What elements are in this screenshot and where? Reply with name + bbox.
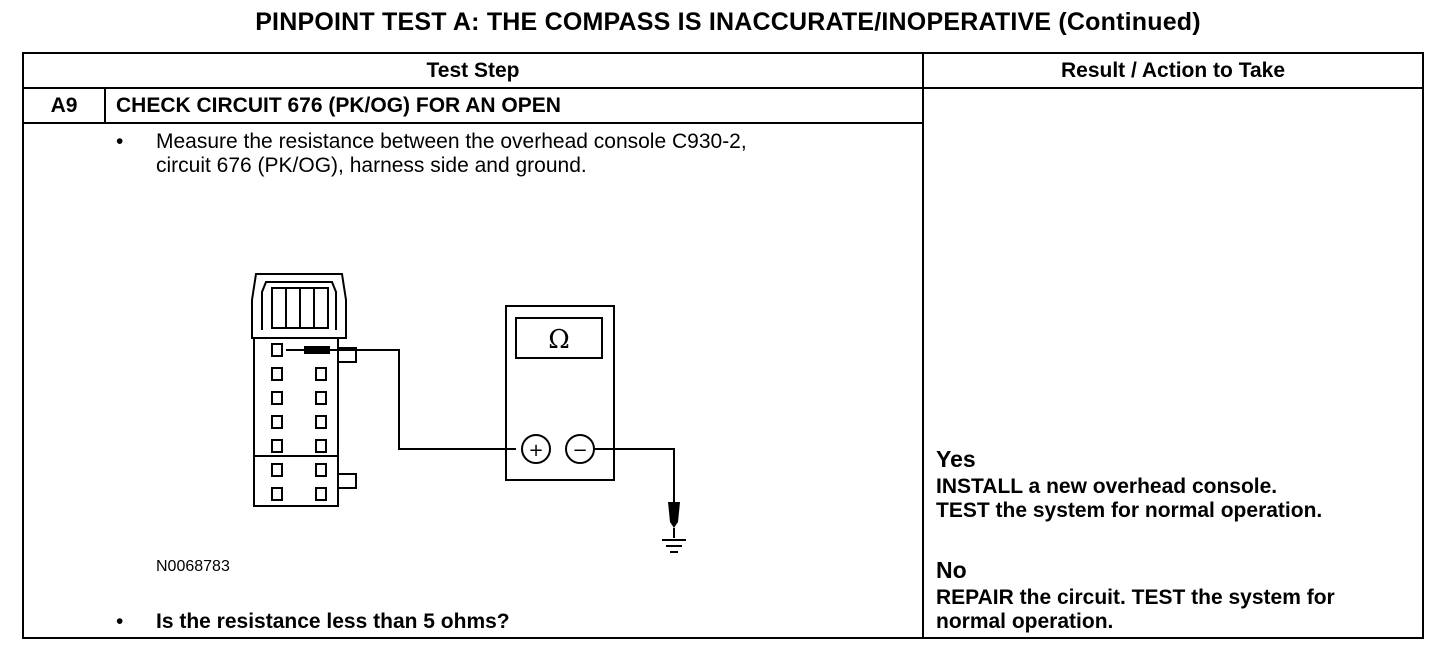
no-action-line-1: REPAIR the circuit. TEST the system for [936,586,1335,609]
step-id: A9 [22,87,106,124]
ohm-symbol: Ω [548,325,570,355]
yes-action-line-2: TEST the system for normal operation. [936,499,1323,522]
ohmmeter-icon [505,305,615,481]
result-cell: Yes INSTALL a new overhead console. TEST… [922,87,1424,639]
step-instruction-line-1: Measure the resistance between the overh… [156,130,747,153]
meter-minus-terminal: − [572,440,587,461]
no-label: No [936,557,967,583]
no-action-line-2: normal operation. [936,610,1114,633]
ohmmeter-connection-diagram: Ω + − [251,273,680,538]
yes-action-line-1: INSTALL a new overhead console. [936,475,1278,498]
page-title: PINPOINT TEST A: THE COMPASS IS INACCURA… [255,8,1201,36]
figure-id: N0068783 [156,558,230,575]
ground-symbol-icon [662,539,686,553]
positive-lead [330,349,516,450]
step-body: • Measure the resistance between the ove… [22,122,924,639]
header-result-action: Result / Action to Take [922,52,1424,89]
ground-probe-icon [668,502,680,538]
bullet-2: • [116,610,124,633]
header-test-step: Test Step [22,52,924,89]
pinpoint-test-table: Test Step Result / Action to Take A9 CHE… [22,52,1424,639]
step-title: CHECK CIRCUIT 676 (PK/OG) FOR AN OPEN [104,87,924,124]
step-instruction-line-2: circuit 676 (PK/OG), harness side and gr… [156,154,587,177]
test-probe-icon [286,346,330,354]
bullet-1: • [116,130,124,153]
step-question: Is the resistance less than 5 ohms? [156,610,510,633]
connector-c930-icon [251,273,357,507]
yes-label: Yes [936,446,976,472]
meter-plus-terminal: + [528,440,543,461]
negative-lead [594,448,675,502]
